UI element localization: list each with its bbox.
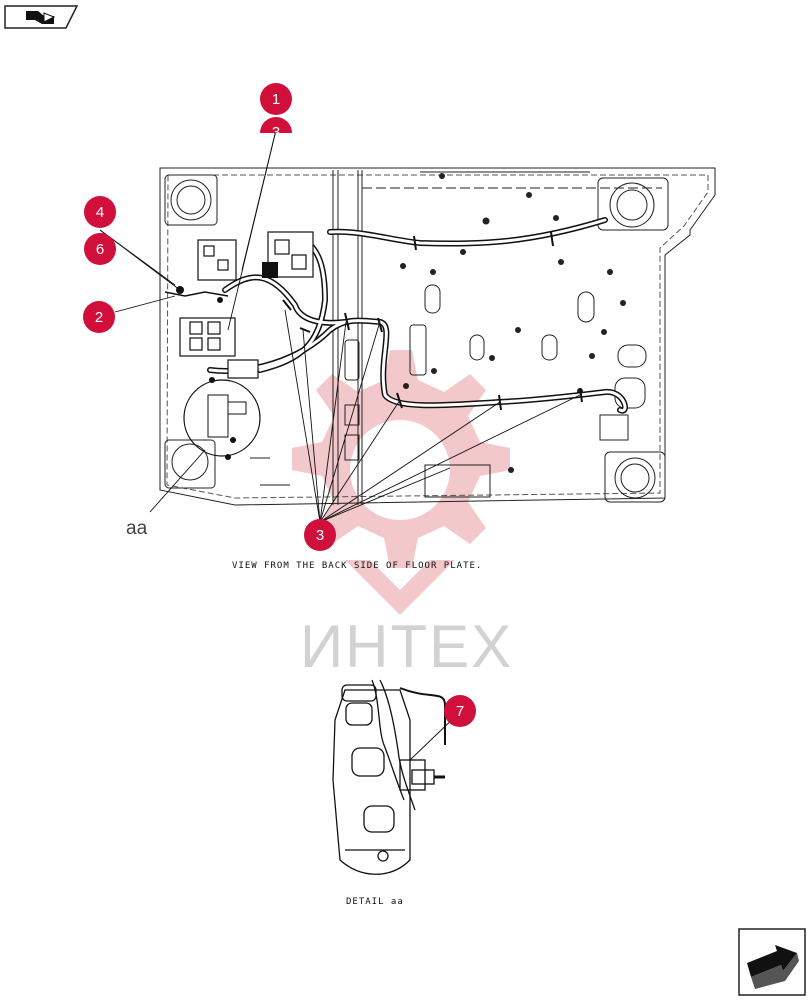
callout-1-label: 1 xyxy=(271,90,281,108)
callout-1[interactable]: 1 xyxy=(260,83,292,115)
callout-4[interactable]: 4 xyxy=(84,196,116,228)
callout-3-top[interactable]: 3 xyxy=(260,117,292,133)
callout-3-bottom-label: 3 xyxy=(315,526,325,544)
main-view-caption: VIEW FROM THE BACK SIDE OF FLOOR PLATE. xyxy=(232,561,483,571)
detail-caption: DETAIL aa xyxy=(346,897,404,907)
callout-6-label: 6 xyxy=(95,240,105,258)
callout-3-bottom[interactable]: 3 xyxy=(304,519,336,551)
back-arrow-icon xyxy=(26,11,56,24)
callout-2-label: 2 xyxy=(94,308,104,326)
callout-4-label: 4 xyxy=(95,203,105,221)
back-button[interactable] xyxy=(4,4,78,30)
callout-3-top-label: 3 xyxy=(271,124,281,133)
next-button[interactable] xyxy=(737,927,807,997)
detail-reference-label: aa xyxy=(126,518,148,539)
callout-2[interactable]: 2 xyxy=(83,301,115,333)
next-arrow-icon xyxy=(747,945,799,989)
watermark-text: ИНТЕХ xyxy=(300,613,514,680)
callout-6[interactable]: 6 xyxy=(84,233,116,265)
callout-7-label: 7 xyxy=(455,702,465,720)
callout-7[interactable]: 7 xyxy=(444,695,476,727)
